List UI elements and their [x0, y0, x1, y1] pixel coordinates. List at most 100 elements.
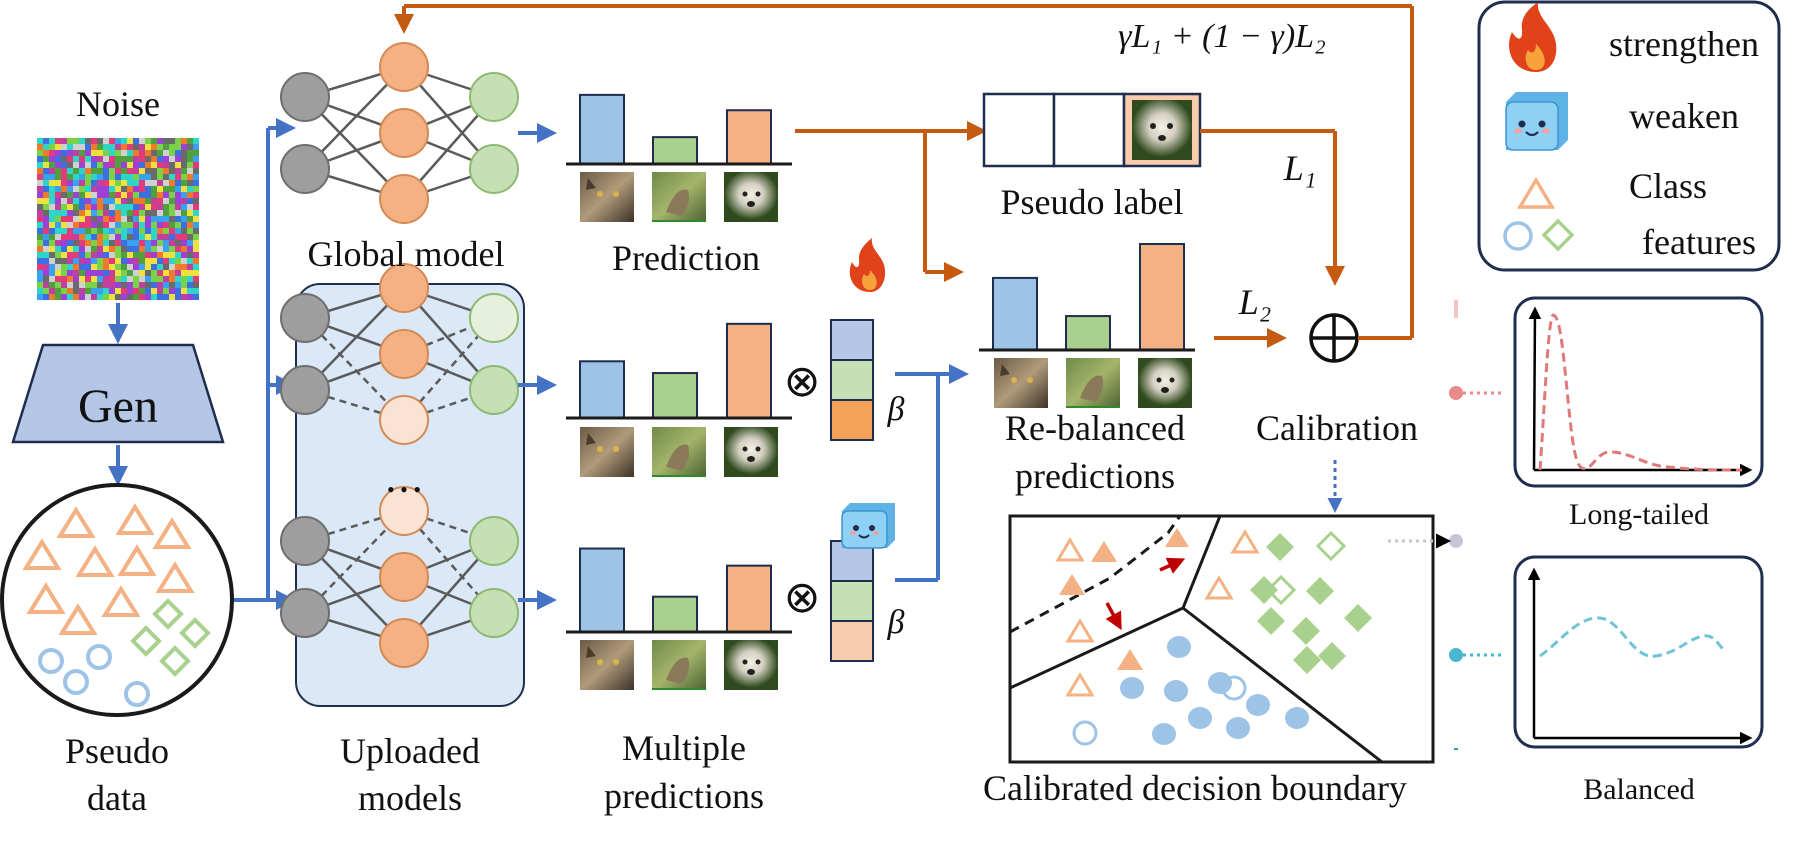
ice-cube-icon [841, 503, 895, 549]
legend-class-features-2: features [1642, 222, 1756, 262]
legend-ice-cube-icon [1505, 92, 1568, 151]
balanced-curve [1539, 616, 1727, 658]
bar [652, 595, 698, 634]
hidden-node [379, 263, 429, 313]
uploaded-models-label-1: Uploaded [340, 731, 480, 771]
uploaded-dots: • • • [387, 477, 421, 502]
boundary-outline-diamonds [1265, 530, 1347, 606]
noise-label: Noise [76, 84, 160, 124]
pseudo-data-label-1: Pseudo [65, 731, 169, 771]
long-tailed-curve [1538, 313, 1743, 472]
uploaded-model-1-network [280, 263, 519, 445]
bar [726, 109, 772, 165]
beta-stack-top [830, 319, 874, 441]
output-node [469, 144, 519, 194]
pseudo-data-diamonds [130, 598, 211, 677]
dog-thumbnail [724, 172, 778, 222]
bird-thumbnail [652, 427, 706, 477]
uploaded-model-2-network [280, 486, 519, 668]
global-model-network [280, 42, 519, 224]
bar [579, 93, 625, 165]
multiple-to-rebalanced-arrows [895, 364, 969, 582]
uploaded-models-label-2: models [358, 778, 462, 818]
boundary-shift-arrows [1105, 557, 1186, 631]
dog-thumbnail [724, 427, 778, 477]
bird-thumbnail [652, 172, 706, 222]
network-to-prediction-arrows [518, 123, 557, 610]
bar [726, 322, 772, 419]
pseudo-data-circles [38, 644, 150, 707]
hidden-node [379, 486, 429, 536]
cat-thumbnail [580, 640, 634, 690]
beta-bottom: β [887, 604, 905, 641]
gen-trapezoid [11, 343, 225, 444]
hidden-node [379, 42, 429, 92]
bar [579, 360, 625, 420]
rebalanced-label-1: Re-balanced [1005, 408, 1185, 448]
bar [992, 276, 1038, 352]
cat-thumbnail [580, 172, 634, 222]
output-node [469, 293, 519, 343]
multiple-predictions-bottom-bars [566, 547, 792, 634]
legend-strengthen: strengthen [1609, 24, 1759, 64]
cat-thumbnail [580, 427, 634, 477]
output-node [469, 588, 519, 638]
bar [726, 564, 772, 633]
input-node [280, 293, 330, 343]
balanced-box [1513, 555, 1764, 749]
pseudo-data-label-2: data [87, 778, 147, 818]
legend-class-features-1: Class [1629, 166, 1707, 206]
decision-boundary-lines [1009, 515, 1383, 764]
long-tailed-label: Long-tailed [1569, 498, 1709, 531]
legend-weaken: weaken [1629, 96, 1739, 136]
beta-top: β [887, 391, 905, 428]
input-node [280, 72, 330, 122]
cat-thumbnail [994, 358, 1048, 408]
output-node [469, 365, 519, 415]
gen-label: Gen [78, 380, 158, 433]
prediction-label: Prediction [612, 238, 760, 278]
boundary-filled-triangles [1059, 528, 1189, 670]
input-node [280, 365, 330, 415]
hidden-node [379, 329, 429, 379]
bar [1065, 315, 1111, 351]
bar [652, 372, 698, 419]
hidden-node [379, 552, 429, 602]
class-thumbnails [580, 172, 1192, 690]
boundary-outline-triangles [1055, 529, 1260, 697]
l1-label: L₁ [1283, 148, 1317, 188]
global-model-label: Global model [308, 234, 505, 274]
long-tailed-box [1513, 296, 1764, 488]
bar [1139, 243, 1185, 351]
legend-box [1477, 0, 1781, 272]
hidden-node [379, 618, 429, 668]
rebalanced-label-2: predictions [1015, 456, 1175, 496]
hidden-node [379, 108, 429, 158]
fire-icon [849, 238, 886, 292]
input-node [280, 144, 330, 194]
bar [652, 136, 698, 165]
beta-stack-bottom [830, 540, 874, 662]
bar [579, 547, 625, 633]
dog-thumbnail [1138, 358, 1192, 408]
output-node [469, 72, 519, 122]
otimes-bottom: ⊗ [784, 573, 821, 622]
boundary-outline-circles [1072, 675, 1247, 746]
axis-dot-middle [1449, 534, 1463, 548]
prediction-to-pseudo-label-arrows [795, 121, 987, 282]
pseudo-label-dog-image [1132, 100, 1192, 160]
boundary-filled-diamonds [1250, 533, 1372, 674]
balanced-label: Balanced [1583, 773, 1695, 806]
boundary-filled-circles [1120, 636, 1309, 745]
noise-pattern [37, 138, 199, 300]
multiple-predictions-label-1: Multiple [622, 728, 746, 768]
prediction-bars [566, 93, 792, 166]
calibrated-boundary-label: Calibrated decision boundary [983, 768, 1407, 808]
multiple-predictions-label-2: predictions [604, 776, 764, 816]
l1-arrow [1200, 129, 1345, 286]
input-node [280, 516, 330, 566]
hidden-node [379, 395, 429, 445]
loss-formula: γL₁ + (1 − γ)L₂ [1118, 18, 1326, 55]
feedback-loop-arrow [394, 4, 1414, 340]
legend-class-shapes [1503, 176, 1575, 252]
